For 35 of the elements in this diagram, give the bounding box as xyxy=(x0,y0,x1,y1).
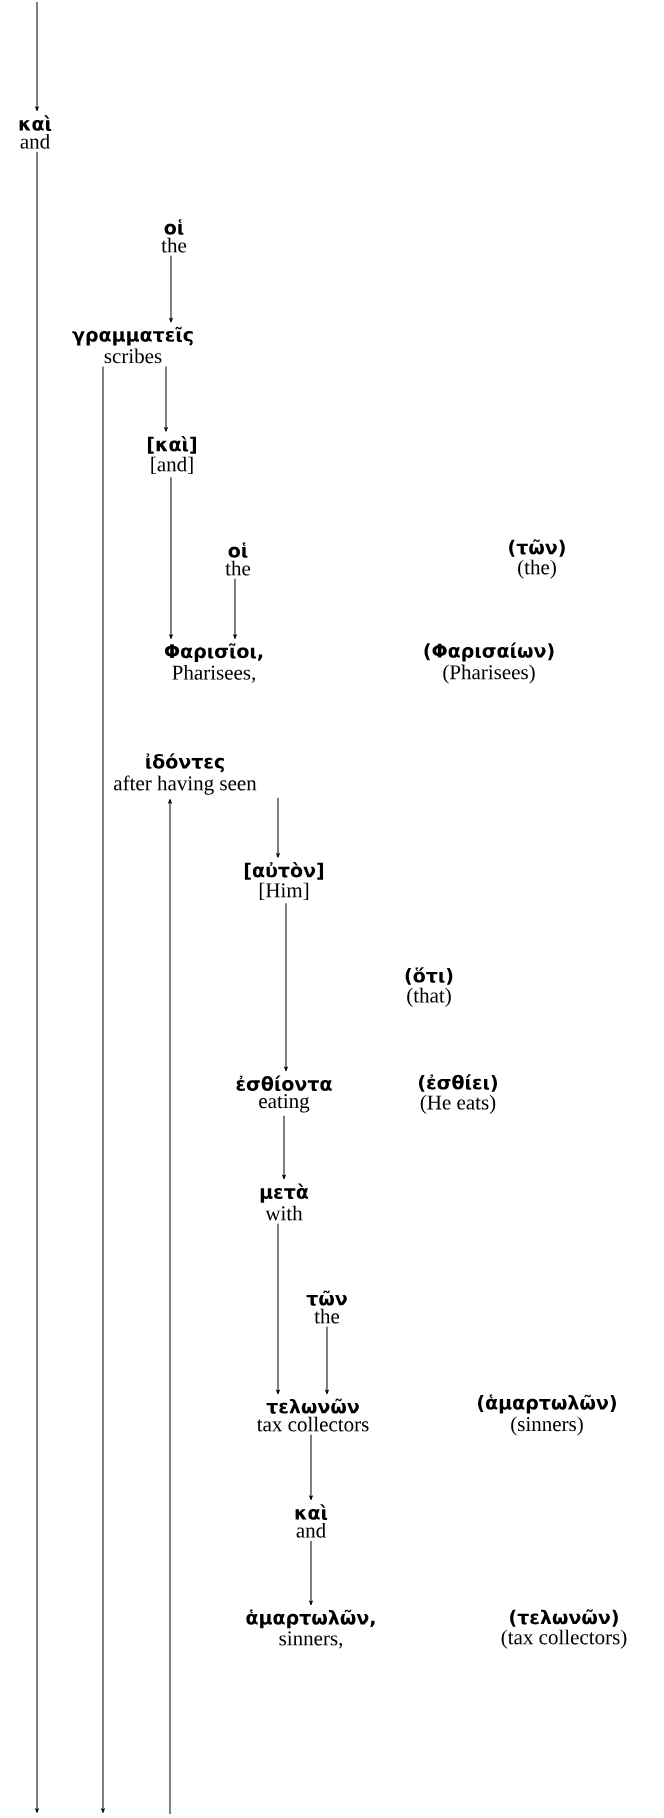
word-pair: ἰδόντες after having seen xyxy=(114,753,257,795)
arrow xyxy=(282,1115,286,1180)
word-pair: [καὶ] [and] xyxy=(147,436,196,475)
word-pair: (τελωνῶν) (tax collectors) xyxy=(501,1609,627,1649)
word-pair: (ἁμαρτωλῶν) (sinners) xyxy=(478,1394,616,1436)
arrow xyxy=(169,476,173,640)
word-pair: [αὐτὸν] [Him] xyxy=(244,861,324,901)
word-pair: (τῶν) (the) xyxy=(509,539,565,579)
arrow xyxy=(276,1223,280,1395)
word-pair: καὶ and xyxy=(19,115,52,149)
arrow xyxy=(169,255,173,323)
word-pair: (ἐσθίει) (He eats) xyxy=(419,1074,497,1114)
word-pair: τῶν the xyxy=(306,1290,347,1324)
word-pair: ἁμαρτωλῶν, sinners, xyxy=(246,1609,375,1649)
arrow xyxy=(276,797,280,858)
arrow xyxy=(35,1,39,112)
word-pair: μετὰ with xyxy=(260,1183,309,1221)
arrow xyxy=(325,1326,329,1395)
arrow xyxy=(101,366,105,1813)
word-pair: τελωνῶν tax collectors xyxy=(256,1398,369,1432)
arrow xyxy=(233,578,237,640)
word-pair: (ὅτι) (that) xyxy=(405,967,453,1007)
arrow xyxy=(309,1434,313,1501)
arrow xyxy=(164,366,168,432)
word-pair: Φαρισῖοι, Pharisees, xyxy=(164,643,263,683)
word-pair: οἱ the xyxy=(225,542,251,576)
arrow xyxy=(309,1540,313,1606)
word-pair: οἱ the xyxy=(161,219,187,253)
arrow xyxy=(284,902,288,1072)
word-pair: (Φαρισαίων) (Pharisees) xyxy=(424,642,554,684)
word-pair: γραμματεῖς scribes xyxy=(72,326,193,364)
arrow xyxy=(35,151,39,1813)
arrow xyxy=(168,798,172,1815)
word-pair: ἐσθίοντα eating xyxy=(236,1075,332,1113)
word-pair: καὶ and xyxy=(295,1504,328,1538)
